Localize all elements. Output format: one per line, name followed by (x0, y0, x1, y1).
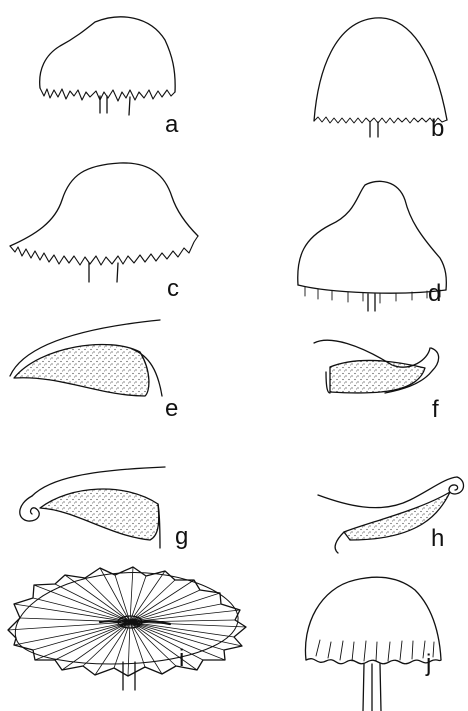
figure-label-e: e (165, 397, 178, 421)
cap-outline-j (305, 577, 441, 711)
figure-label-i: i (179, 647, 184, 671)
cap-outline-c (10, 163, 198, 282)
figure-label-j: j (426, 652, 431, 676)
figure-label-f: f (432, 398, 439, 422)
gill-section-g (20, 467, 165, 548)
cap-outline-b (314, 18, 447, 137)
figure-label-h: h (431, 527, 444, 551)
gill-section-f (314, 340, 439, 393)
figure-label-c: c (167, 277, 179, 301)
gill-section-e (10, 320, 162, 396)
figure-label-a: a (165, 113, 178, 137)
figure-label-d: d (428, 282, 441, 306)
figure-label-b: b (431, 117, 444, 141)
cap-outline-i (8, 567, 246, 690)
figure-label-g: g (175, 525, 188, 549)
cap-outline-a (40, 17, 175, 115)
cap-outline-d (298, 181, 447, 311)
